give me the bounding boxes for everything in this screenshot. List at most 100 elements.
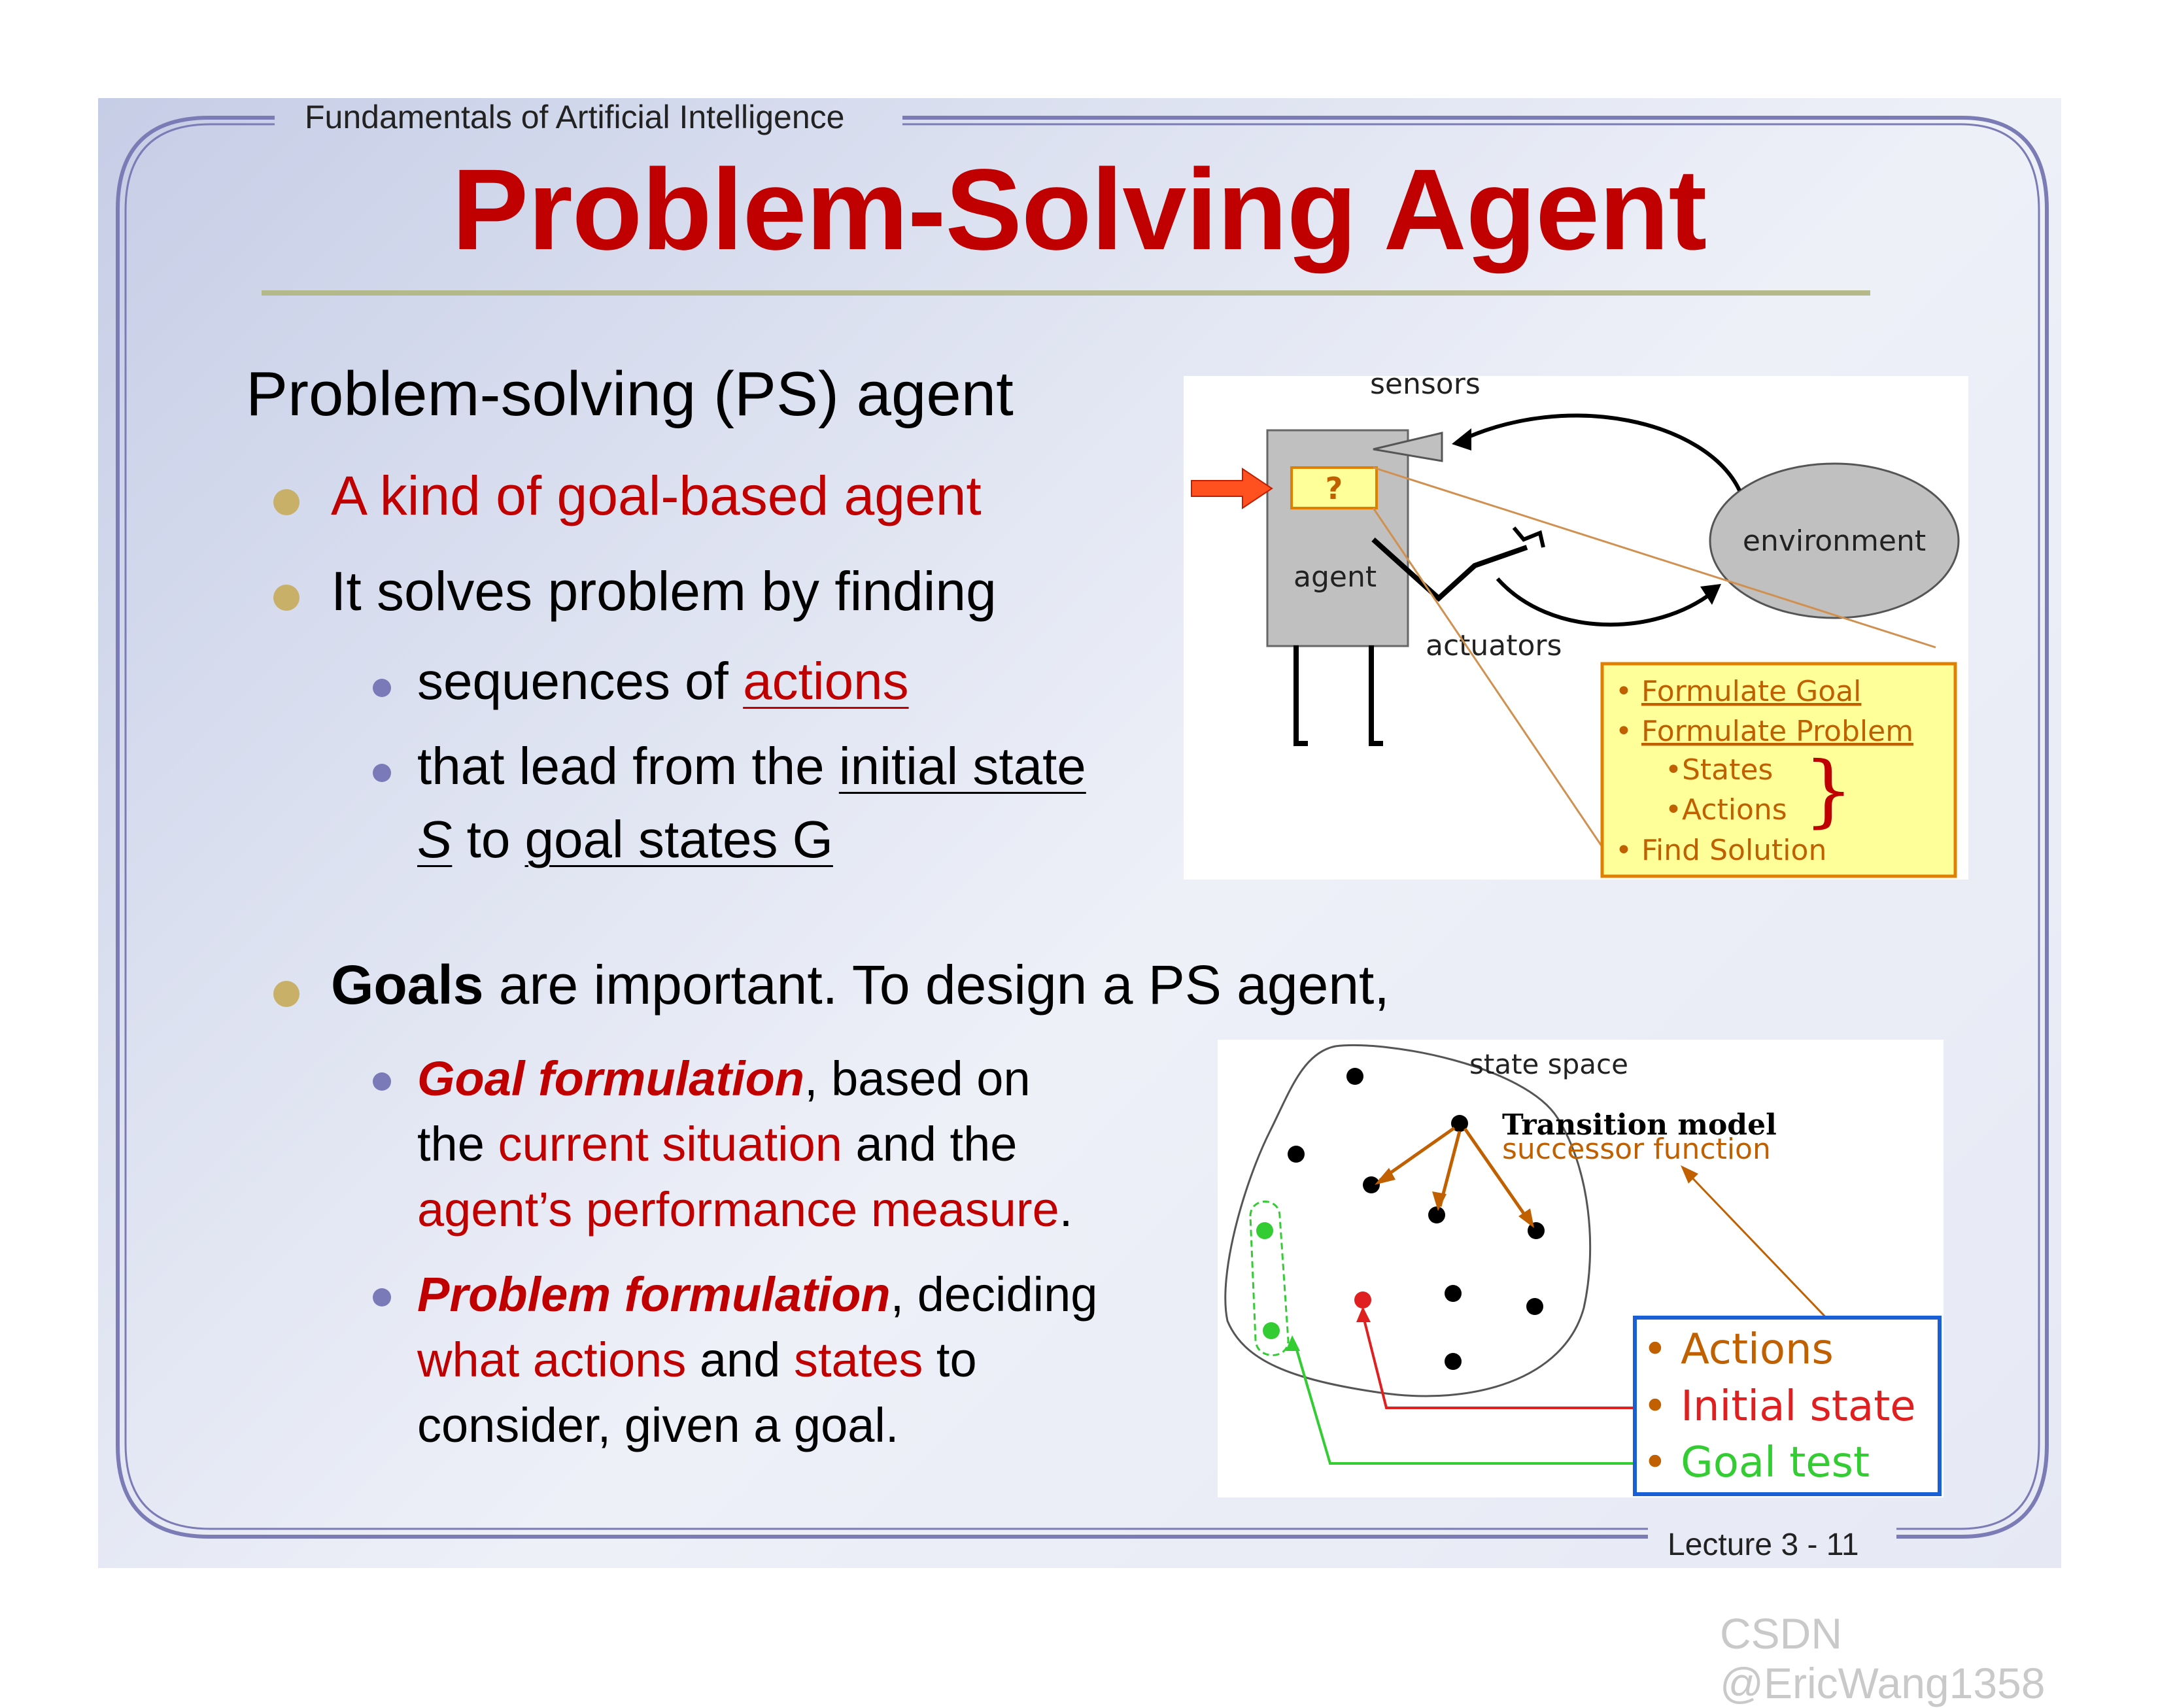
text-line: Problem formulation, deciding	[417, 1262, 1097, 1327]
initial-state-pointer-head	[1356, 1307, 1371, 1322]
legend-text: Goal test	[1681, 1439, 1870, 1487]
state-space-diagram: state space Transition model successor f…	[1218, 1040, 1944, 1497]
zoom-line-bottom	[1372, 507, 1603, 847]
agent-leg-right	[1369, 645, 1383, 746]
text-segment: , based on	[804, 1051, 1031, 1106]
state-node	[1363, 1176, 1380, 1193]
bullet-goal-based: A kind of goal-based agent	[331, 465, 982, 526]
sensors-label: sensors	[1370, 376, 1481, 401]
legend-text: Actions	[1681, 1325, 1834, 1374]
bullet-goals-important: Goals are important. To design a PS agen…	[331, 953, 1390, 1017]
text-segment: that lead from the	[417, 737, 839, 795]
text-segment: sequences of	[417, 652, 744, 710]
actions-leader-head	[1681, 1165, 1698, 1184]
what-actions-term: what actions	[417, 1333, 687, 1387]
sub-bullet-dot	[373, 764, 391, 782]
text-line: agent’s performance measure.	[417, 1177, 1072, 1242]
goals-bold: Goals	[331, 954, 484, 1016]
bullet-dot	[273, 981, 300, 1007]
text-segment: and	[686, 1333, 794, 1387]
actuator-arrow-head	[1700, 584, 1721, 605]
heading-ps-agent: Problem-solving (PS) agent	[246, 359, 1014, 429]
state-node	[1428, 1206, 1445, 1223]
state-space-label: state space	[1469, 1048, 1628, 1080]
state-node	[1451, 1115, 1468, 1132]
state-node	[1528, 1222, 1545, 1239]
legend-actions: • Actions	[1643, 1325, 1834, 1374]
environment-label: environment	[1743, 524, 1926, 558]
slide-title: Problem-Solving Agent	[451, 146, 1707, 274]
initial-state-term: initial state	[838, 737, 1086, 795]
step-text: Formulate Goal	[1641, 675, 1861, 708]
states-term: states	[793, 1333, 923, 1387]
step-formulate-problem: • Formulate Problem	[1615, 715, 1913, 748]
actions-term: actions	[743, 652, 909, 710]
bullet-dot	[273, 489, 300, 515]
goal-formulation-text: Goal formulation, based on the current s…	[417, 1046, 1072, 1242]
text-segment: and the	[842, 1117, 1018, 1171]
goal-region	[1249, 1201, 1290, 1356]
sub-bullet-dot	[373, 1072, 391, 1091]
problem-formulation-text: Problem formulation, deciding what actio…	[417, 1262, 1097, 1458]
course-name: Fundamentals of Artificial Intelligence	[305, 99, 845, 135]
successor-arrow-head	[1432, 1191, 1447, 1211]
successor-function-label: successor function	[1502, 1133, 1771, 1166]
symbol-s: S	[417, 810, 453, 868]
agent-program-box	[1290, 466, 1378, 509]
sensor-arrow	[1457, 413, 1741, 492]
actuator-gripper	[1512, 526, 1545, 548]
actuator-arrow	[1496, 577, 1715, 627]
zoom-line-top	[1373, 466, 1936, 649]
text-line: the current situation and the	[417, 1112, 1072, 1177]
text-line: Goal formulation, based on	[417, 1046, 1072, 1112]
text-segment: the	[417, 1117, 498, 1171]
actuators-label: actuators	[1426, 629, 1562, 662]
legend-goal-test: • Goal test	[1643, 1439, 1870, 1487]
text-line: consider, given a goal.	[417, 1393, 1097, 1458]
goal-formulation-term: Goal formulation	[417, 1051, 804, 1106]
sensor-cone	[1373, 432, 1443, 462]
goal-test-pointer-head	[1286, 1335, 1300, 1351]
state-node	[1288, 1146, 1305, 1163]
step-text: Find Solution	[1641, 834, 1826, 867]
step-text: Formulate Problem	[1641, 715, 1913, 748]
actuator-arm	[1371, 538, 1528, 602]
state-node	[1346, 1068, 1363, 1085]
sensor-arrow-head	[1452, 428, 1471, 451]
legend-bullet: •	[1643, 1382, 1681, 1431]
sub-bullet-dot	[373, 679, 391, 697]
step-text: States	[1682, 753, 1773, 787]
lecture-number: Lecture 3 - 11	[1668, 1528, 1859, 1562]
goal-states-term: goal states G	[524, 810, 833, 868]
step-states: •States	[1665, 753, 1773, 787]
state-node	[1445, 1285, 1462, 1302]
sub-bullet-sequences: sequences of actions	[417, 651, 909, 711]
performance-measure-term: agent’s performance measure	[417, 1182, 1059, 1237]
successor-arrow-head	[1375, 1168, 1396, 1185]
goal-test-pointer	[1293, 1342, 1636, 1465]
transition-model-label: Transition model	[1502, 1108, 1777, 1142]
agent-steps-box	[1600, 662, 1957, 878]
problem-formulation-term: Problem formulation	[417, 1267, 891, 1322]
sub-bullet-lead-from: that lead from the initial state	[417, 736, 1086, 796]
initial-state-node	[1354, 1291, 1371, 1308]
step-text: Actions	[1682, 793, 1787, 827]
step-formulate-goal: • Formulate Goal	[1615, 675, 1861, 708]
text-segment: , deciding	[890, 1267, 1098, 1322]
agent-body	[1266, 429, 1409, 647]
text-segment: consider, given a goal.	[417, 1398, 899, 1452]
slide-frame	[116, 116, 2049, 1539]
bullet-solves-problem: It solves problem by finding	[331, 560, 997, 622]
brace-icon: }	[1804, 745, 1853, 836]
text-line: what actions and states to	[417, 1327, 1097, 1393]
legend-box	[1633, 1316, 1942, 1496]
goal-state-node	[1263, 1322, 1280, 1339]
question-mark: ?	[1326, 471, 1343, 506]
sub-bullet-goal-states: S to goal states G	[417, 810, 833, 870]
successor-arrow	[1379, 1126, 1456, 1182]
goal-state-node	[1256, 1222, 1273, 1239]
bullet-dot	[273, 585, 300, 611]
text-segment: to	[452, 810, 525, 868]
agent-environment-diagram: sensors ? agent actuators environment • …	[1184, 376, 1968, 880]
state-node	[1445, 1353, 1462, 1370]
